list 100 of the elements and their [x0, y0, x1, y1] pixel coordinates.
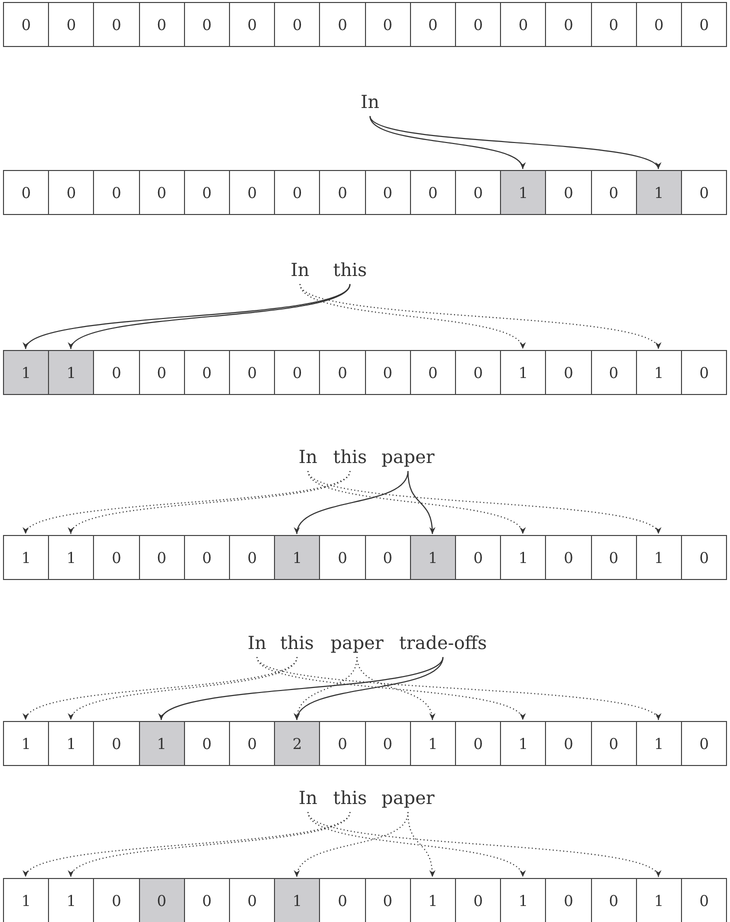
counter-cell: 0	[319, 170, 366, 215]
counter-cell: 0	[93, 2, 140, 47]
word-label: this	[280, 633, 314, 655]
counter-cell: 0	[410, 350, 456, 395]
counter-cell: 0	[48, 2, 94, 47]
counter-cell: 1	[3, 350, 50, 395]
counter-cell: 0	[229, 170, 276, 215]
counter-cell: 1	[48, 350, 94, 395]
word-label: trade-offs	[399, 633, 487, 655]
counter-cell: 0	[138, 350, 185, 395]
counter-cell: 1	[3, 878, 50, 922]
counter-cell: 0	[138, 2, 185, 47]
word-label: In	[298, 447, 318, 469]
dotted-arrow	[70, 656, 298, 720]
word-label: this	[333, 447, 367, 469]
counter-cell: 0	[500, 2, 546, 47]
counter-cell: 0	[93, 350, 140, 395]
counter-cell: 1	[500, 350, 546, 395]
arrow	[296, 656, 444, 720]
counter-cell: 0	[545, 721, 592, 766]
counter-cell: 0	[3, 170, 50, 215]
word-label: In	[248, 633, 266, 655]
word-label: paper	[381, 788, 435, 810]
counter-cell: 0	[138, 878, 185, 922]
counter-cell: 0	[590, 721, 637, 766]
word-label: this	[333, 788, 367, 810]
counter-cell: 0	[364, 721, 411, 766]
counter-cell: 0	[184, 721, 230, 766]
arrow	[370, 116, 524, 170]
counter-cell: 0	[455, 2, 502, 47]
counter-cell: 0	[138, 170, 185, 215]
counter-cell: 0	[455, 721, 502, 766]
counter-cell: 1	[500, 170, 546, 215]
counter-cell: 0	[681, 535, 728, 580]
counter-cell: 0	[364, 535, 411, 580]
word-label: In	[360, 92, 380, 114]
counter-cell: 1	[48, 721, 94, 766]
counter-cell: 0	[545, 2, 592, 47]
counter-cell: 0	[590, 535, 637, 580]
counter-cell: 0	[590, 350, 637, 395]
counter-cell: 0	[229, 721, 276, 766]
counter-cell: 0	[319, 2, 366, 47]
counter-cell: 0	[410, 2, 456, 47]
counter-cell: 1	[274, 535, 320, 580]
counter-cell: 1	[3, 535, 50, 580]
arrow	[407, 470, 436, 534]
counter-cell: 1	[138, 721, 185, 766]
counter-cell: 0	[364, 2, 411, 47]
counter-cell: 0	[93, 721, 140, 766]
counter-cell: 0	[681, 170, 728, 215]
dotted-arrow	[256, 656, 659, 720]
counter-cell: 0	[93, 170, 140, 215]
counter-cell: 0	[48, 170, 94, 215]
counter-cell: 1	[636, 721, 682, 766]
word-label: In	[290, 260, 310, 282]
dotted-arrow	[356, 656, 434, 720]
counter-cell: 0	[681, 350, 728, 395]
arrow	[296, 470, 409, 534]
counter-cell: 0	[590, 170, 637, 215]
counter-cell: 1	[48, 535, 94, 580]
counter-cell: 0	[681, 878, 728, 922]
counter-cell: 0	[184, 2, 230, 47]
counter-cell: 0	[184, 535, 230, 580]
counter-cell: 0	[184, 170, 230, 215]
counter-cell: 1	[274, 878, 320, 922]
counter-cell: 0	[274, 350, 320, 395]
counter-cell: 0	[319, 721, 366, 766]
counter-cell: 0	[545, 535, 592, 580]
counter-cell: 1	[636, 535, 682, 580]
counter-cell: 0	[545, 350, 592, 395]
dotted-arrow	[300, 284, 659, 350]
counter-cell: 0	[229, 535, 276, 580]
counter-cell: 0	[364, 350, 411, 395]
counter-cell: 0	[455, 170, 502, 215]
counter-cell: 0	[590, 2, 637, 47]
counter-cell: 1	[3, 721, 50, 766]
counter-cell: 0	[545, 170, 592, 215]
counter-cell: 0	[93, 535, 140, 580]
counter-cell: 0	[138, 535, 185, 580]
counter-cell: 0	[319, 350, 366, 395]
counter-cell: 0	[636, 2, 682, 47]
counter-cell: 0	[274, 170, 320, 215]
arrow	[370, 116, 659, 170]
counter-cell: 0	[3, 2, 50, 47]
dotted-arrow	[308, 470, 659, 534]
counter-cell: 2	[274, 721, 320, 766]
counter-cell: 0	[364, 170, 411, 215]
counter-cell: 1	[636, 350, 682, 395]
word-label: paper	[381, 447, 435, 469]
counter-cell: 1	[500, 535, 546, 580]
counter-cell: 1	[636, 170, 682, 215]
counter-cell: 0	[455, 350, 502, 395]
counter-cell: 0	[184, 350, 230, 395]
counter-cell: 1	[500, 721, 546, 766]
counter-cell: 0	[681, 2, 728, 47]
counter-cell: 0	[455, 535, 502, 580]
counter-cell: 1	[410, 535, 456, 580]
counter-cell: 0	[229, 350, 276, 395]
word-label: In	[298, 788, 318, 810]
counter-cell: 0	[319, 535, 366, 580]
